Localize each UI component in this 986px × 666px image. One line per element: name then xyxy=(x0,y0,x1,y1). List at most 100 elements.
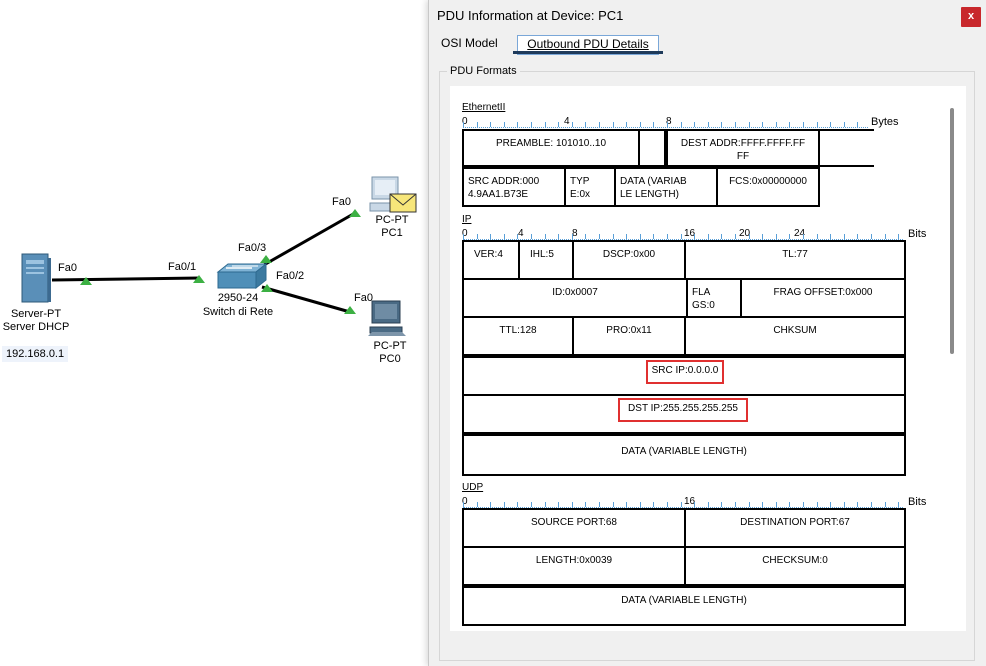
ruler-tick xyxy=(640,502,641,507)
source-port-field: SOURCE PORT:68 xyxy=(462,508,686,548)
ruler-tick xyxy=(749,122,750,127)
ruler-tick xyxy=(803,234,804,239)
ruler-tick xyxy=(721,122,722,127)
dscp-field: DSCP:0x00 xyxy=(572,240,686,280)
close-button[interactable]: x xyxy=(961,7,981,27)
ruler-tick xyxy=(830,122,831,127)
ruler-tick xyxy=(844,234,845,239)
ruler-tick xyxy=(667,122,668,127)
udp-data-field: DATA (VARIABLE LENGTH) xyxy=(462,586,906,626)
bit-ruler xyxy=(463,233,903,240)
ruler-tick xyxy=(776,502,777,507)
type-field: TYP E:0x xyxy=(564,167,616,207)
tab-outbound-pdu-details[interactable]: Outbound PDU Details xyxy=(517,35,659,55)
ver-field: VER:4 xyxy=(462,240,520,280)
ruler-tick xyxy=(708,122,709,127)
ruler-tick xyxy=(517,122,518,127)
port-label: Fa0 xyxy=(332,196,351,208)
ttl-field: TTL:128 xyxy=(462,316,574,356)
ruler-tick xyxy=(721,234,722,239)
ruler-tick xyxy=(776,122,777,127)
network-topology[interactable]: Server-PT Server DHCP 192.168.0.1 2950-2… xyxy=(0,0,430,666)
ruler-tick xyxy=(490,234,491,239)
port-status-icon xyxy=(344,306,356,314)
pdu-formats-label: PDU Formats xyxy=(447,65,520,77)
ruler-tick xyxy=(749,234,750,239)
ruler-tick xyxy=(572,122,573,127)
ruler-tick xyxy=(857,122,858,127)
ruler-tick xyxy=(626,122,627,127)
ruler-tick xyxy=(898,234,899,239)
port-status-icon xyxy=(260,255,272,263)
ruler-tick xyxy=(504,122,505,127)
server-name-label: Server DHCP xyxy=(2,321,70,333)
flags-field: FLA GS:0 xyxy=(686,278,742,318)
pc1-icon[interactable] xyxy=(368,176,420,216)
byte-ruler xyxy=(463,121,868,128)
server-icon[interactable] xyxy=(20,252,52,306)
ruler-tick xyxy=(477,502,478,507)
ruler-tick xyxy=(844,502,845,507)
src-ip-field: SRC IP:0.0.0.0 xyxy=(646,360,724,384)
src-addr-field: SRC ADDR:000 4.9AA1.B73E xyxy=(462,167,566,207)
ruler-tick xyxy=(545,122,546,127)
vertical-scrollbar[interactable] xyxy=(950,108,954,354)
ruler-tick xyxy=(599,234,600,239)
ruler-tick xyxy=(477,122,478,127)
ruler-tick xyxy=(653,502,654,507)
ruler-tick xyxy=(762,234,763,239)
ruler-tick xyxy=(504,502,505,507)
ruler-tick xyxy=(694,502,695,507)
ruler-label: 16 xyxy=(684,228,696,239)
ruler-tick xyxy=(490,122,491,127)
destination-port-field: DESTINATION PORT:67 xyxy=(684,508,906,548)
ruler-tick xyxy=(885,502,886,507)
ruler-tick xyxy=(776,234,777,239)
id-field: ID:0x0007 xyxy=(462,278,688,318)
ip-section-title: IP xyxy=(462,214,472,225)
ip-data-field: DATA (VARIABLE LENGTH) xyxy=(462,434,906,476)
ruler-tick xyxy=(463,122,464,127)
ruler-unit: Bits xyxy=(908,228,927,240)
ruler-tick xyxy=(558,234,559,239)
ruler-tick xyxy=(667,502,668,507)
ruler-tick xyxy=(613,502,614,507)
ruler-tick xyxy=(898,502,899,507)
ruler-tick xyxy=(653,122,654,127)
pdu-formats-panel[interactable]: EthernetII 0 4 8 Bytes PREAMBLE: 101010.… xyxy=(450,86,966,631)
checksum-field: CHKSUM xyxy=(684,316,906,356)
ruler-tick xyxy=(626,502,627,507)
ruler-label: 0 xyxy=(462,496,468,507)
port-status-icon xyxy=(261,284,273,292)
tl-field: TL:77 xyxy=(684,240,906,280)
ruler-tick xyxy=(803,122,804,127)
ruler-tick xyxy=(762,502,763,507)
ruler-tick xyxy=(830,234,831,239)
ruler-tick xyxy=(599,502,600,507)
ruler-tick xyxy=(613,122,614,127)
ruler-tick xyxy=(667,234,668,239)
ruler-tick xyxy=(735,234,736,239)
ruler-label: 16 xyxy=(684,496,696,507)
dst-ip-field: DST IP:255.255.255.255 xyxy=(618,398,748,422)
pdu-formats-group xyxy=(439,71,975,661)
dest-addr-field: DEST ADDR:FFFF.FFFF.FF FF xyxy=(666,129,820,167)
ruler-tick xyxy=(640,234,641,239)
ruler-tick xyxy=(817,122,818,127)
ruler-tick xyxy=(545,234,546,239)
eth-data-field: DATA (VARIAB LE LENGTH) xyxy=(614,167,718,207)
pc0-icon[interactable] xyxy=(366,300,412,340)
udp-checksum-field: CHECKSUM:0 xyxy=(684,546,906,586)
switch-icon[interactable] xyxy=(212,262,268,294)
switch-name-label: Switch di Rete xyxy=(202,306,274,318)
ruler-tick xyxy=(585,502,586,507)
tab-osi-model[interactable]: OSI Model xyxy=(441,36,498,50)
ruler-tick xyxy=(531,502,532,507)
protocol-field: PRO:0x11 xyxy=(572,316,686,356)
ruler-tick xyxy=(708,502,709,507)
preamble-field: PREAMBLE: 101010..10 xyxy=(462,129,640,167)
ruler-tick xyxy=(517,234,518,239)
ruler-tick xyxy=(640,122,641,127)
port-status-icon xyxy=(349,209,361,217)
ruler-tick xyxy=(789,502,790,507)
